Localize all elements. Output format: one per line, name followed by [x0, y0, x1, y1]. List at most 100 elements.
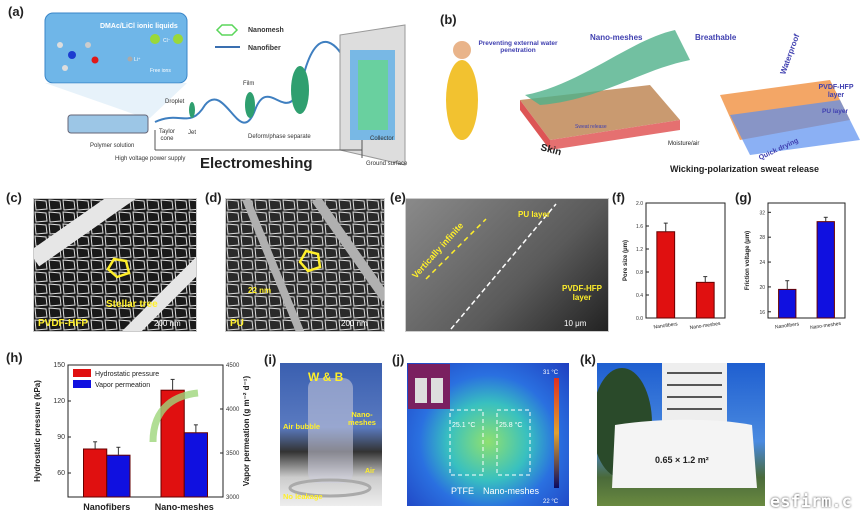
- plot-frame: [767, 202, 846, 319]
- i-nanomeshes-label: Nano-meshes: [348, 410, 376, 428]
- svg-text:Cl⁻: Cl⁻: [163, 38, 171, 44]
- svg-text:PU layer: PU layer: [518, 210, 550, 219]
- sweat-release-schematic: Nano-meshes Breathable Waterproof Sweat …: [446, 30, 860, 174]
- hexagon-marker-icon: [298, 249, 322, 273]
- svg-text:25.8 °C: 25.8 °C: [499, 421, 522, 429]
- y-axis-label: Friction voltage (μm): [745, 231, 751, 290]
- nanomesh-sheet: [612, 419, 757, 488]
- legend-swatch: [73, 380, 91, 388]
- large-nanomesh-photo: 0.65 × 1.2 m²: [592, 363, 765, 506]
- panel-k-label: (k): [580, 352, 596, 367]
- panel-d-label: (d): [205, 190, 222, 205]
- svg-text:Vertically infinite: Vertically infinite: [410, 220, 465, 280]
- x-tick-label: Nanofibers: [653, 321, 678, 330]
- svg-text:31 °C: 31 °C: [543, 370, 559, 376]
- y-tick-label: 1.6: [636, 224, 643, 230]
- bar-f-1: [695, 281, 715, 319]
- svg-text:Stellar tree: Stellar tree: [106, 299, 158, 310]
- y2-axis-label: Vapor permeation (g m⁻² d⁻¹): [242, 376, 251, 487]
- svg-text:10 μm: 10 μm: [564, 319, 587, 328]
- svg-text:High voltage power supply: High voltage power supply: [115, 156, 185, 162]
- x-tick-label: Nanofibers: [83, 502, 130, 512]
- svg-text:Li⁺: Li⁺: [134, 57, 141, 63]
- y-tick-label: 0.4: [636, 293, 643, 299]
- svg-text:Breathable: Breathable: [695, 33, 737, 42]
- svg-text:22 °C: 22 °C: [543, 499, 559, 505]
- svg-text:25.1 °C: 25.1 °C: [452, 421, 475, 429]
- svg-text:Ground surface: Ground surface: [366, 161, 408, 167]
- svg-text:Air: Air: [365, 468, 375, 475]
- sem-image-cross-section: Vertically infinite PU layer 10 μm PVDF-…: [405, 198, 609, 332]
- bar-h-0-1: [106, 454, 131, 498]
- svg-text:0.65 × 1.2 m²: 0.65 × 1.2 m²: [655, 455, 709, 465]
- pvdf-hfp-layer-label: PVDF-HFP layer: [818, 84, 854, 99]
- y-tick-label: 0.8: [636, 270, 643, 276]
- y-tick-label: 2.0: [636, 201, 643, 207]
- bar-g-0: [778, 288, 797, 319]
- preventing-penetration-label: Preventing external water penetration: [478, 40, 558, 55]
- panel-c-label: (c): [6, 190, 22, 205]
- svg-text:200 nm: 200 nm: [154, 319, 181, 328]
- inset-title: DMAc/LiCl ionic liquids: [100, 23, 178, 30]
- waterproof-demo-photo: W & B Air bubble Air No leakage Nano-mes…: [280, 363, 382, 506]
- panel-g-label: (g): [735, 190, 752, 205]
- x-tick-label: Nano-meshes: [810, 321, 842, 331]
- svg-text:Deform/phase separate: Deform/phase separate: [248, 134, 311, 140]
- thermal-image: 31 °C 22 °C 25.1 °C 25.8 °C PTFE Nano-me…: [407, 363, 569, 506]
- bar-h-1-1: [183, 432, 208, 498]
- y-tick-label: 150: [53, 362, 65, 369]
- svg-text:Polymer solution: Polymer solution: [90, 143, 134, 149]
- panel-f-label: (f): [612, 190, 625, 205]
- temperature-scale-bar: [554, 378, 559, 488]
- syringe-icon: [67, 114, 149, 134]
- svg-text:Skin: Skin: [539, 142, 562, 158]
- svg-text:Free ions: Free ions: [150, 68, 171, 74]
- y-tick-label: 28: [759, 235, 765, 241]
- svg-text:PTFE: PTFE: [451, 486, 474, 496]
- y2-tick-label: 4000: [226, 407, 240, 413]
- legend-swatch: [73, 369, 91, 377]
- svg-text:Wicking-polarization sweat rel: Wicking-polarization sweat release: [670, 164, 819, 174]
- sem-image-pu: 22 nm PU 200 nm: [225, 198, 385, 332]
- panel-b-label: (b): [440, 12, 457, 27]
- electromeshing-title: Electromeshing: [200, 155, 313, 172]
- y-tick-label: 16: [759, 310, 765, 316]
- trend-arrow-icon: [149, 389, 199, 443]
- sem-image-pvdf-hfp: Stellar tree PVDF-HFP 200 nm: [33, 198, 197, 332]
- svg-text:PU layer: PU layer: [822, 108, 848, 115]
- svg-text:Nanomesh: Nanomesh: [248, 27, 284, 34]
- svg-text:PU: PU: [230, 318, 244, 329]
- svg-text:PVDF-HFP: PVDF-HFP: [38, 318, 88, 329]
- y-tick-label: 120: [53, 398, 65, 405]
- panel-h-label: (h): [6, 350, 23, 365]
- legend-label: Vapor permeation: [95, 382, 150, 389]
- legend-label: Hydrostatic pressure: [95, 371, 159, 378]
- svg-text:Moisture/air: Moisture/air: [668, 141, 699, 147]
- svg-text:Jet: Jet: [188, 130, 196, 136]
- y2-tick-label: 3000: [226, 495, 240, 501]
- svg-text:Nano-meshes: Nano-meshes: [483, 486, 540, 496]
- panel-e-label: (e): [390, 190, 406, 205]
- jet-path: [154, 41, 346, 124]
- y-axis-label: Pore size (μm): [623, 240, 629, 281]
- y-tick-label: 1.2: [636, 247, 643, 253]
- svg-text:Waterproof: Waterproof: [778, 32, 801, 75]
- taylor-cone-label: Taylor cone: [158, 129, 175, 142]
- svg-text:Nano-meshes: Nano-meshes: [590, 33, 643, 42]
- jacket-photo-inset: [408, 364, 450, 409]
- watermark: esfirm.c: [770, 492, 852, 512]
- y-tick-label: 32: [759, 210, 765, 216]
- y2-tick-label: 3500: [226, 451, 240, 457]
- svg-text:No leakage: No leakage: [283, 492, 323, 501]
- svg-text:Sweat release: Sweat release: [575, 124, 607, 130]
- skin-block: [550, 120, 680, 150]
- y-tick-label: 24: [759, 260, 765, 266]
- y-tick-label: 20: [759, 285, 765, 291]
- panel-i-label: (i): [264, 352, 277, 367]
- plot-frame: [645, 202, 726, 319]
- svg-text:22 nm: 22 nm: [248, 286, 271, 295]
- y-axis-label: Hydrostatic pressure (kPa): [33, 380, 42, 482]
